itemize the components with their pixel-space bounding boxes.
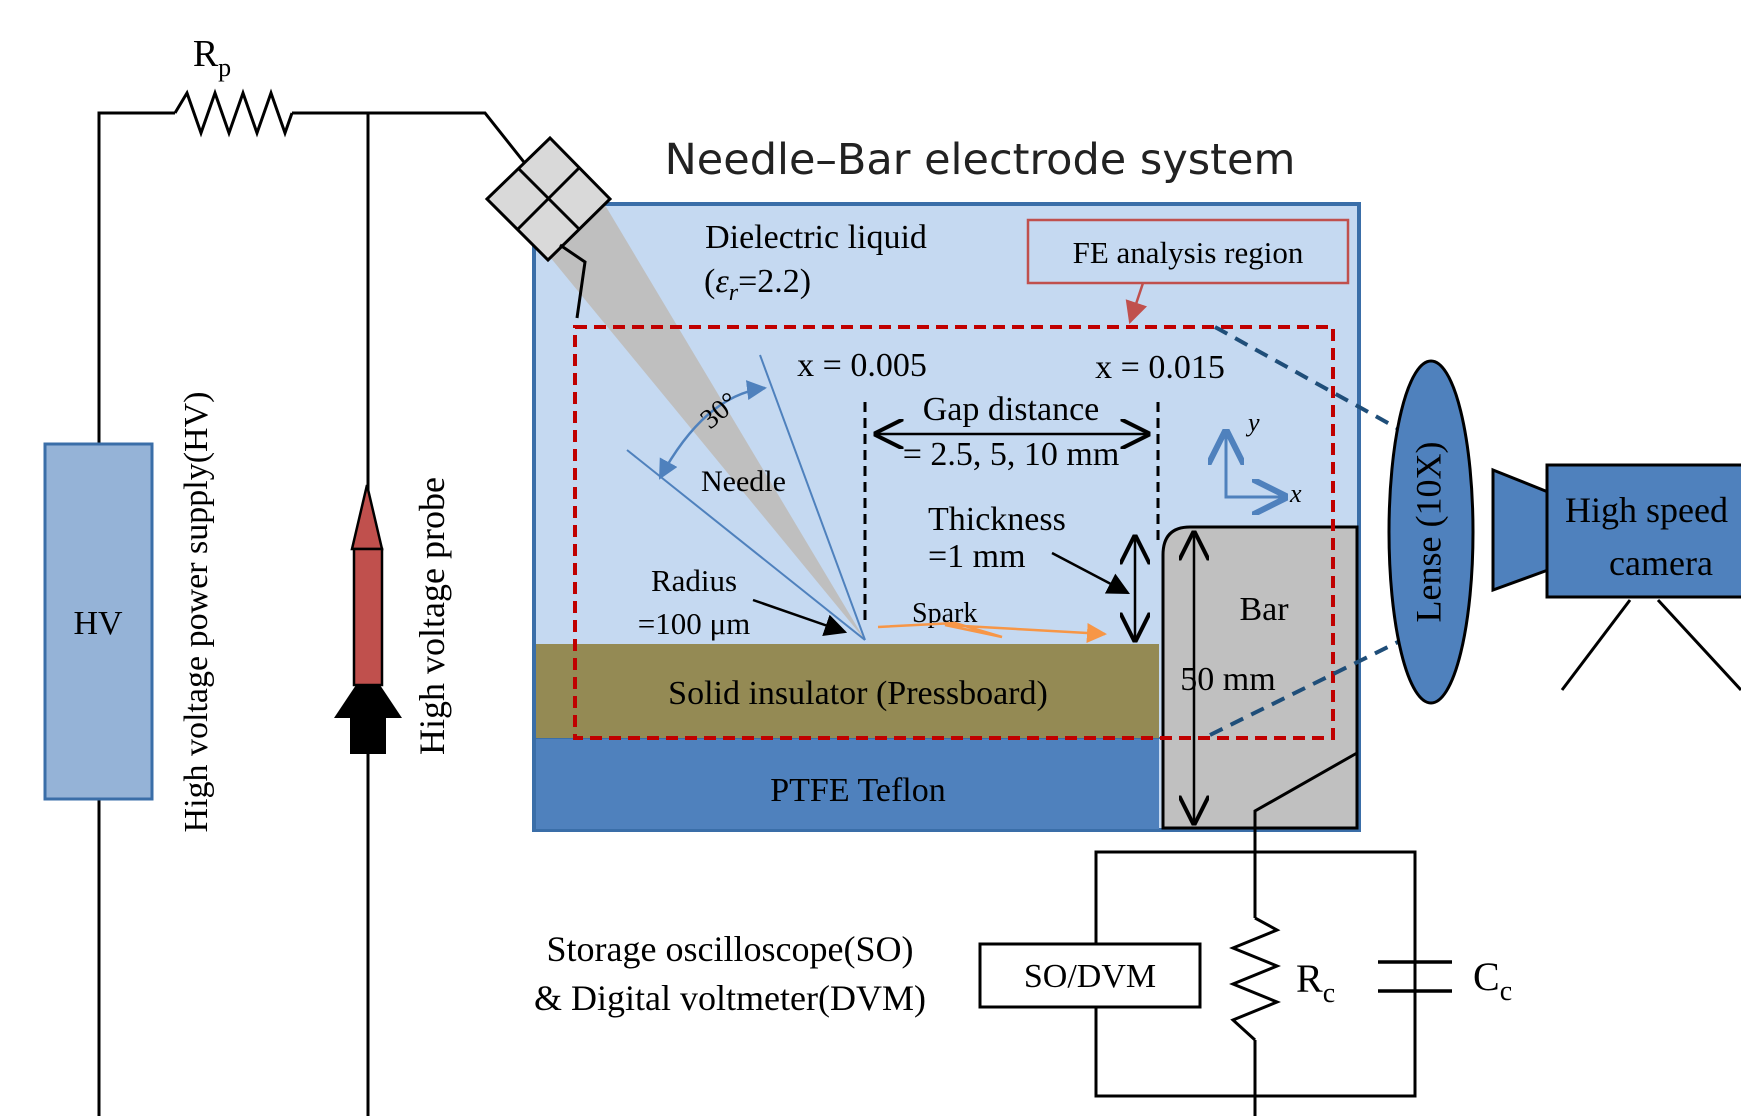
solid-insulator-pressboard — [536, 644, 1159, 738]
so-label-1: Storage oscilloscope(SO) — [547, 929, 914, 969]
camera-body — [1545, 463, 1741, 599]
hv-supply-label: High voltage power supply(HV) — [178, 392, 215, 833]
bar-label: Bar — [1239, 591, 1289, 628]
hv-probe-label: High voltage probe — [412, 477, 452, 755]
camera-label-1: High speed — [1565, 490, 1728, 530]
so-dvm-box — [978, 942, 1202, 1009]
x2-label: x = 0.015 — [1095, 349, 1225, 386]
so-dvm-label: SO/DVM — [1024, 958, 1156, 995]
lens-label: Lense (10X) — [1408, 442, 1448, 623]
needle-feed-wire — [559, 243, 587, 319]
fe-region-label: FE analysis region — [1073, 235, 1304, 270]
dielectric-label-1: Dielectric liquid — [705, 219, 927, 256]
fe-analysis-region — [573, 325, 1335, 740]
hv-probe-icon — [334, 484, 402, 754]
spark-path — [877, 621, 1107, 643]
axis-y-label: y — [1245, 408, 1260, 437]
radius-label-1: Radius — [651, 563, 737, 598]
camera-label-2: camera — [1609, 543, 1713, 583]
x1-label: x = 0.005 — [797, 347, 927, 384]
angle-arc-icon — [658, 380, 767, 480]
bar-height-label: 50 mm — [1180, 661, 1275, 698]
needle-holder-icon — [484, 135, 613, 263]
ptfe-label: PTFE Teflon — [770, 772, 946, 809]
dielectric-label-2: (εr=2.2) — [704, 263, 811, 306]
thickness-label-2: =1 mm — [928, 538, 1026, 575]
hv-box-label: HV — [73, 605, 123, 642]
fe-region-label-box — [1026, 218, 1350, 285]
gap-label-2: = 2.5, 5, 10 mm — [903, 436, 1120, 473]
bar-electrode — [1161, 525, 1359, 830]
radius-label-2: =100 μm — [638, 606, 750, 641]
view-line-bottom — [1209, 639, 1401, 737]
resistor-rc-icon — [1229, 916, 1281, 1042]
axis-x-label: x — [1289, 479, 1302, 508]
xy-axes-icon — [1226, 431, 1286, 497]
gap-label-1: Gap distance — [923, 391, 1100, 428]
hv-source-box — [43, 442, 154, 801]
needle-label: Needle — [701, 465, 786, 498]
camera-tripod-icon — [1560, 598, 1741, 692]
lens-icon — [1387, 359, 1475, 705]
solid-insulator-label: Solid insulator (Pressboard) — [668, 675, 1048, 712]
thickness-label-1: Thickness — [928, 501, 1066, 538]
so-label-2: & Digital voltmeter(DVM) — [534, 978, 926, 1018]
capacitor-cc-label: Cc — [1473, 954, 1512, 1007]
power-circuit-wires — [97, 111, 560, 1116]
ptfe-teflon-base — [536, 738, 1159, 829]
diagram-title: Needle–Bar electrode system — [665, 135, 1296, 185]
resistor-rp-label: Rp — [193, 33, 231, 82]
camera-lens-cone-icon — [1491, 467, 1550, 593]
resistor-rc-label: Rc — [1296, 956, 1335, 1009]
resistor-rp-icon — [173, 88, 294, 138]
